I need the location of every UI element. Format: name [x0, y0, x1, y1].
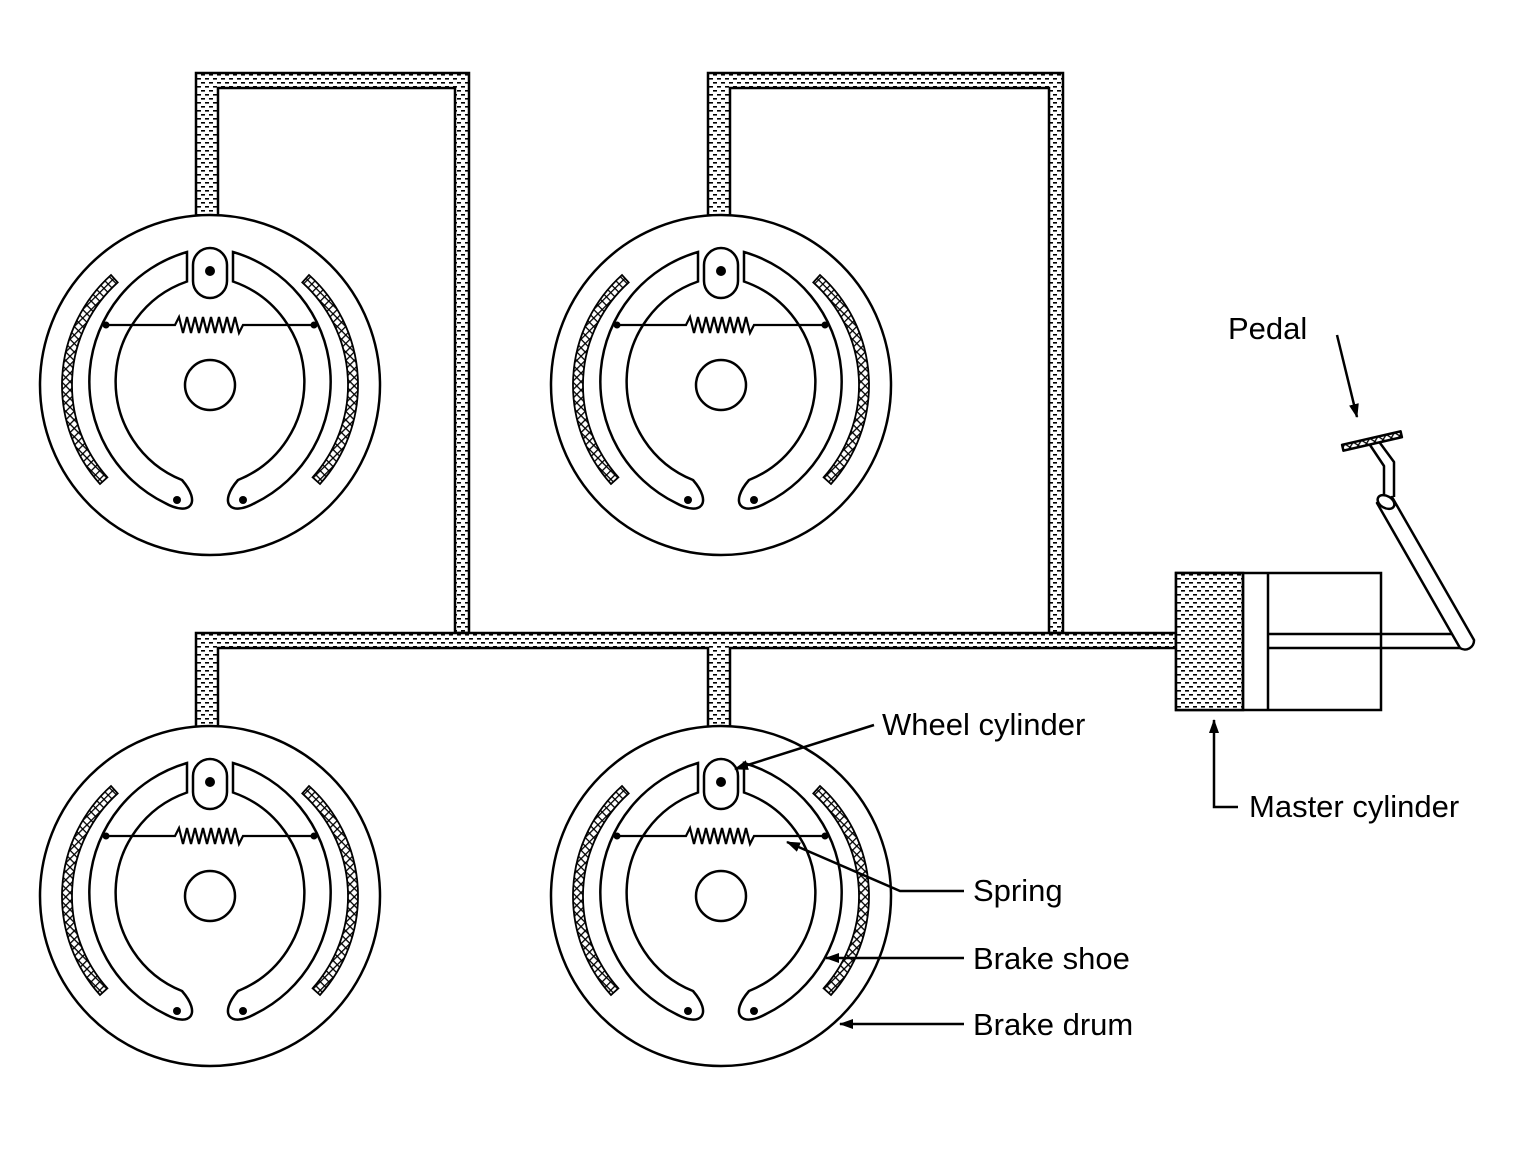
wheel-cylinder-leader [734, 723, 875, 771]
label-master-cylinder: Master cylinder [1249, 789, 1459, 824]
anchor-pin-left [684, 1007, 692, 1015]
anchor-pin-left [173, 496, 181, 504]
anchor-pin-right [750, 496, 758, 504]
brake-lining-left [61, 273, 119, 486]
label-wheel-cylinder: Wheel cylinder [882, 707, 1085, 742]
wheel-top-left [38, 213, 382, 557]
wheel-top-right [549, 213, 893, 557]
wheel-bottom-left [38, 724, 382, 1068]
spring-anchor-right [821, 832, 829, 840]
spring-anchor-left [613, 832, 621, 840]
spring-anchor-left [102, 832, 110, 840]
master-cylinder [1174, 571, 1462, 712]
wheel-cylinder-piston [716, 266, 726, 276]
pedal-lever-pivot [1376, 493, 1396, 511]
pedal-lever-arm [1375, 495, 1476, 651]
label-pedal: Pedal [1228, 311, 1307, 346]
pedal-lever-bend [1368, 442, 1396, 500]
spring-anchor-left [102, 321, 110, 329]
anchor-pin-left [684, 496, 692, 504]
brake-shoe-left [88, 761, 194, 1021]
wheel-hub [183, 869, 237, 923]
return-spring [106, 824, 314, 848]
return-spring [106, 313, 314, 337]
brake-shoe-right [737, 250, 843, 510]
spring-anchor-left [613, 321, 621, 329]
brake-lining-right [812, 273, 870, 486]
brake-shoe-left [599, 250, 705, 510]
wheel-hub [694, 358, 748, 412]
wheel-cylinder-piston [205, 777, 215, 787]
brake-shoe-right [737, 761, 843, 1021]
master-cylinder-fluid-chamber [1174, 571, 1245, 712]
brake-shoe-left [599, 761, 705, 1021]
anchor-pin-right [750, 1007, 758, 1015]
pedal-pad [1340, 430, 1404, 452]
wheel-hub [183, 358, 237, 412]
brake-lining-left [572, 784, 630, 997]
spring-leader [786, 840, 964, 893]
brake-lining-right [812, 784, 870, 997]
wheel-cylinder-piston [205, 266, 215, 276]
brake-lining-right [301, 273, 359, 486]
pointers [734, 334, 1359, 1029]
return-spring [617, 313, 825, 337]
anchor-pin-left [173, 1007, 181, 1015]
label-brake-shoe: Brake shoe [973, 941, 1130, 976]
brake-shoe-right [226, 250, 332, 510]
wheel-cylinder-piston [716, 777, 726, 787]
spring-anchor-right [310, 832, 318, 840]
brake-lining-left [572, 273, 630, 486]
brake-lining-left [61, 784, 119, 997]
brake-lining-right [301, 784, 359, 997]
label-spring: Spring [973, 873, 1063, 908]
pedal-arrow [1335, 334, 1359, 418]
master-cylinder-leader [1209, 719, 1238, 809]
anchor-pin-right [239, 496, 247, 504]
spring-anchor-right [310, 321, 318, 329]
label-brake-drum: Brake drum [973, 1007, 1133, 1042]
spring-anchor-right [821, 321, 829, 329]
return-spring [617, 824, 825, 848]
wheel-bottom-right [549, 724, 893, 1068]
brake-shoe-right [226, 761, 332, 1021]
pedal-lever [1340, 430, 1476, 651]
anchor-pin-right [239, 1007, 247, 1015]
wheel-hub [694, 869, 748, 923]
brake-shoe-left [88, 250, 194, 510]
